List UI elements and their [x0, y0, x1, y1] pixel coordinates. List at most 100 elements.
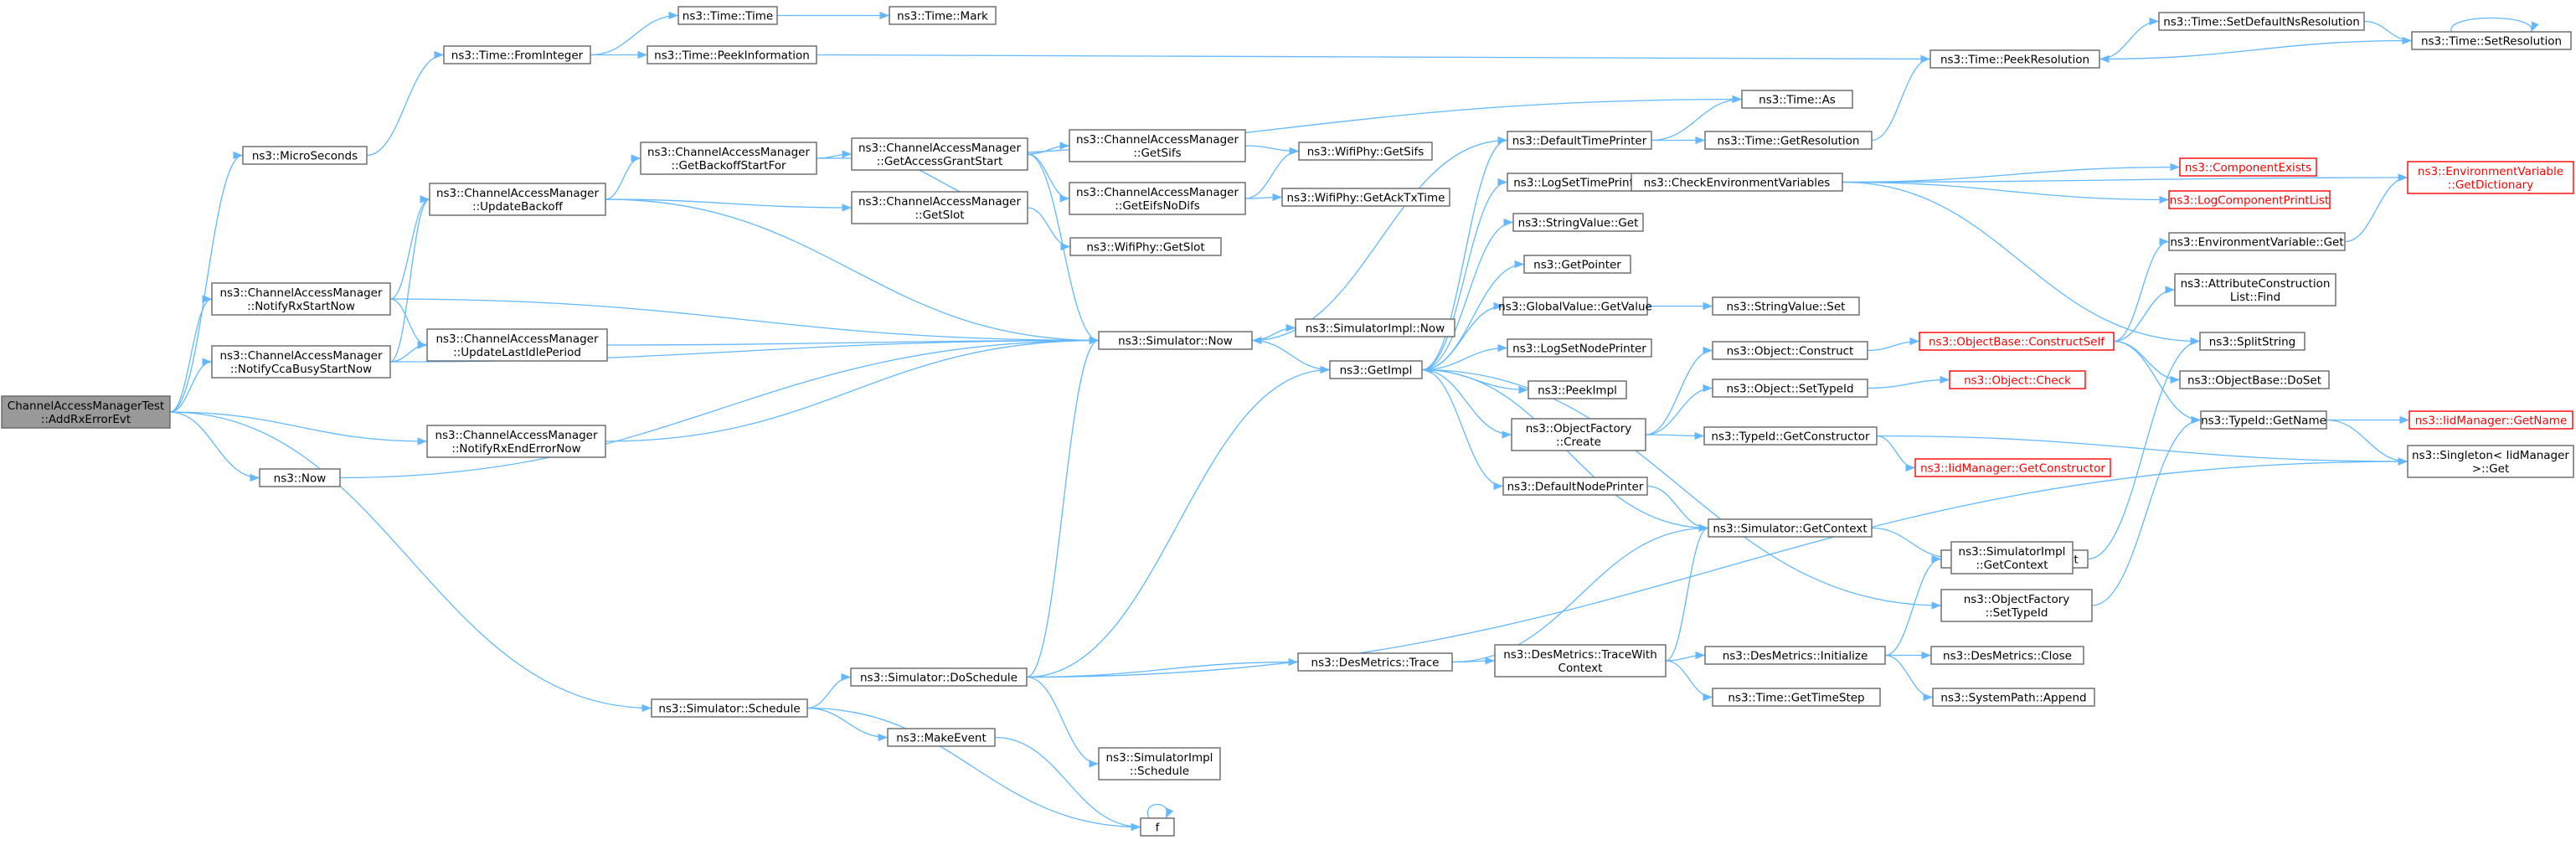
edge-objfactsettype-to-typeidgetname: [2091, 415, 2202, 606]
node-iidgetname[interactable]: ns3::IidManager::GetName: [2409, 410, 2573, 430]
node-simimplsched[interactable]: ns3::SimulatorImpl::Schedule: [1098, 747, 1221, 781]
node-peekimpl[interactable]: ns3::PeekImpl: [1528, 380, 1627, 399]
node-updatebackoff[interactable]: ns3::ChannelAccessManager::UpdateBackoff: [429, 183, 606, 216]
node-phygetslot[interactable]: ns3::WifiPhy::GetSlot: [1069, 237, 1222, 256]
node-envvarget[interactable]: ns3::EnvironmentVariable::Get: [2168, 232, 2346, 251]
node-label: ns3::ChannelAccessManager: [435, 332, 599, 346]
node-peekres[interactable]: ns3::Time::PeekResolution: [1929, 49, 2100, 69]
node-f[interactable]: f: [1140, 817, 1175, 837]
node-label: ns3::AttributeConstruction: [2181, 277, 2331, 291]
node-timemark[interactable]: ns3::Time::Mark: [889, 6, 997, 25]
node-timegetres[interactable]: ns3::Time::GetResolution: [1704, 131, 1873, 150]
edge-defaulttimeprinter-to-simnow: [1251, 139, 1508, 345]
node-simimplgetcontext[interactable]: ns3::SimulatorImpl::GetContext: [1950, 541, 2074, 574]
node-simnow[interactable]: ns3::Simulator::Now: [1098, 331, 1253, 350]
node-typeidgetname[interactable]: ns3::TypeId::GetName: [2200, 410, 2327, 430]
node-makeevent[interactable]: ns3::MakeEvent: [887, 728, 996, 747]
node-box: [2200, 410, 2327, 430]
node-stringvalueget[interactable]: ns3::StringValue::Get: [1512, 213, 1644, 232]
node-microseconds[interactable]: ns3::MicroSeconds: [242, 146, 368, 165]
node-objbaseconstructself[interactable]: ns3::ObjectBase::ConstructSelf: [1919, 332, 2115, 351]
node-box: [1507, 338, 1652, 358]
node-envgetdict[interactable]: ns3::EnvironmentVariable::GetDictionary: [2407, 161, 2574, 194]
node-getslot[interactable]: ns3::ChannelAccessManager::GetSlot: [851, 191, 1028, 224]
node-setdefns[interactable]: ns3::Time::SetDefaultNsResolution: [2158, 12, 2365, 31]
node-geteifs[interactable]: ns3::ChannelAccessManager::GetEifsNoDifs: [1069, 182, 1246, 215]
edge-notifyrx-to-updatebackoff: [389, 195, 430, 300]
node-componentexists[interactable]: ns3::ComponentExists: [2179, 157, 2317, 177]
node-box: [1932, 688, 2095, 707]
edge-updatebackoff-to-getbackoffstart: [605, 154, 641, 200]
edge-typeidgetname-to-singletonget: [2326, 419, 2409, 466]
node-sysappend[interactable]: ns3::SystemPath::Append: [1932, 688, 2095, 707]
node-objbasedoset[interactable]: ns3::ObjectBase::DoSet: [2179, 370, 2330, 389]
node-defaulttimeprinter[interactable]: ns3::DefaultTimePrinter: [1507, 131, 1652, 150]
node-objfactcreate[interactable]: ns3::ObjectFactory::Create: [1511, 418, 1646, 451]
node-notifyrx[interactable]: ns3::ChannelAccessManager::NotifyRxStart…: [211, 282, 391, 316]
node-objsettype[interactable]: ns3::Object::SetTypeId: [1712, 379, 1868, 398]
node-label: ns3::Time::As: [1759, 94, 1836, 107]
node-box: [2168, 190, 2331, 209]
edge-objbaseconstructself-to-attrconstruct: [2113, 286, 2176, 343]
node-box: [1940, 589, 2093, 622]
node-phygetack[interactable]: ns3::WifiPhy::GetAckTxTime: [1281, 188, 1450, 207]
node-updatelastidle[interactable]: ns3::ChannelAccessManager::UpdateLastIdl…: [426, 328, 608, 362]
node-setres[interactable]: ns3::Time::SetResolution: [2411, 31, 2572, 50]
node-gettimestep[interactable]: ns3::Time::GetTimeStep: [1712, 688, 1881, 707]
node-iidgetctor[interactable]: ns3::IidManager::GetConstructor: [1914, 458, 2111, 477]
node-desclose[interactable]: ns3::DesMetrics::Close: [1930, 646, 2084, 665]
node-getpointer[interactable]: ns3::GetPointer: [1523, 255, 1631, 274]
node-splitstring[interactable]: ns3::SplitString: [2199, 332, 2306, 351]
edge-makeevent-to-f: [994, 736, 1141, 832]
node-phygetsifs[interactable]: ns3::WifiPhy::GetSifs: [1298, 142, 1433, 161]
node-box: [1507, 131, 1652, 150]
node-getaccessgrant[interactable]: ns3::ChannelAccessManager::GetAccessGran…: [851, 137, 1028, 171]
node-desinit[interactable]: ns3::DesMetrics::Initialize: [1704, 646, 1886, 665]
node-notifyrxend[interactable]: ns3::ChannelAccessManager::NotifyRxEndEr…: [426, 425, 606, 458]
node-getimpl[interactable]: ns3::GetImpl: [1329, 360, 1423, 379]
edge-timegetres-to-peekres: [1871, 54, 1931, 142]
node-fromint[interactable]: ns3::Time::FromInteger: [443, 45, 591, 64]
node-doschedule[interactable]: ns3::Simulator::DoSchedule: [850, 667, 1028, 687]
node-getsifs[interactable]: ns3::ChannelAccessManager::GetSifs: [1069, 129, 1246, 162]
node-timeas[interactable]: ns3::Time::As: [1741, 90, 1853, 109]
node-checkenv[interactable]: ns3::CheckEnvironmentVariables: [1631, 173, 1843, 192]
node-notifycca[interactable]: ns3::ChannelAccessManager::NotifyCcaBusy…: [211, 345, 391, 379]
node-root[interactable]: ChannelAccessManagerTest::AddRxErrorEvt: [1, 395, 171, 429]
node-defaultnodeprinter[interactable]: ns3::DefaultNodePrinter: [1502, 477, 1648, 496]
node-label: ns3::TypeId::GetConstructor: [1711, 430, 1870, 444]
node-label: ns3::Time::GetTimeStep: [1728, 692, 1864, 705]
node-globalvalueget[interactable]: ns3::GlobalValue::GetValue: [1498, 296, 1652, 316]
node-label: ns3::GetPointer: [1533, 259, 1621, 272]
node-box: [2179, 157, 2317, 177]
node-objconstruct[interactable]: ns3::Object::Construct: [1712, 341, 1868, 360]
edge-doschedule-to-simimplsched: [1026, 676, 1100, 768]
node-objcheck[interactable]: ns3::Object::Check: [1949, 370, 2086, 389]
node-timetime[interactable]: ns3::Time::Time: [677, 6, 778, 25]
node-logsetnodeprinter[interactable]: ns3::LogSetNodePrinter: [1507, 338, 1652, 358]
node-getbackoffstart[interactable]: ns3::ChannelAccessManager::GetBackoffSta…: [640, 142, 817, 175]
node-logsettimeprinter[interactable]: ns3::LogSetTimePrinter: [1507, 173, 1652, 192]
edge-getaccessgrant-to-getsifs: [1027, 142, 1070, 155]
node-logcompprint[interactable]: ns3::LogComponentPrintList: [2168, 190, 2331, 209]
node-label: ns3::Object::Check: [1964, 374, 2071, 388]
node-box: [1631, 173, 1843, 192]
node-typeidgetctor[interactable]: ns3::TypeId::GetConstructor: [1703, 426, 1878, 446]
node-singletonget[interactable]: ns3::Singleton< IidManager>::Get: [2407, 445, 2574, 478]
edge-schedule-to-doschedule: [806, 672, 852, 709]
node-simimplnow[interactable]: ns3::SimulatorImpl::Now: [1295, 318, 1455, 337]
node-objfactsettype[interactable]: ns3::ObjectFactory::SetTypeId: [1940, 589, 2093, 622]
node-simgetcontext[interactable]: ns3::Simulator::GetContext: [1708, 518, 1873, 538]
node-peekinfo[interactable]: ns3::Time::PeekInformation: [647, 45, 817, 64]
node-schedule[interactable]: ns3::Simulator::Schedule: [651, 698, 808, 718]
node-label: ns3::Time::FromInteger: [451, 49, 584, 63]
edge-defaulttimeprinter-to-timeas: [1651, 95, 1743, 142]
node-box: [887, 728, 996, 747]
node-box: [1281, 188, 1450, 207]
node-stringvalueset[interactable]: ns3::StringValue::Set: [1712, 296, 1860, 316]
node-label: ns3::ChannelAccessManager: [647, 146, 811, 159]
node-now[interactable]: ns3::Now: [259, 468, 341, 487]
node-desmetricstrace[interactable]: ns3::DesMetrics::Trace: [1297, 652, 1453, 672]
